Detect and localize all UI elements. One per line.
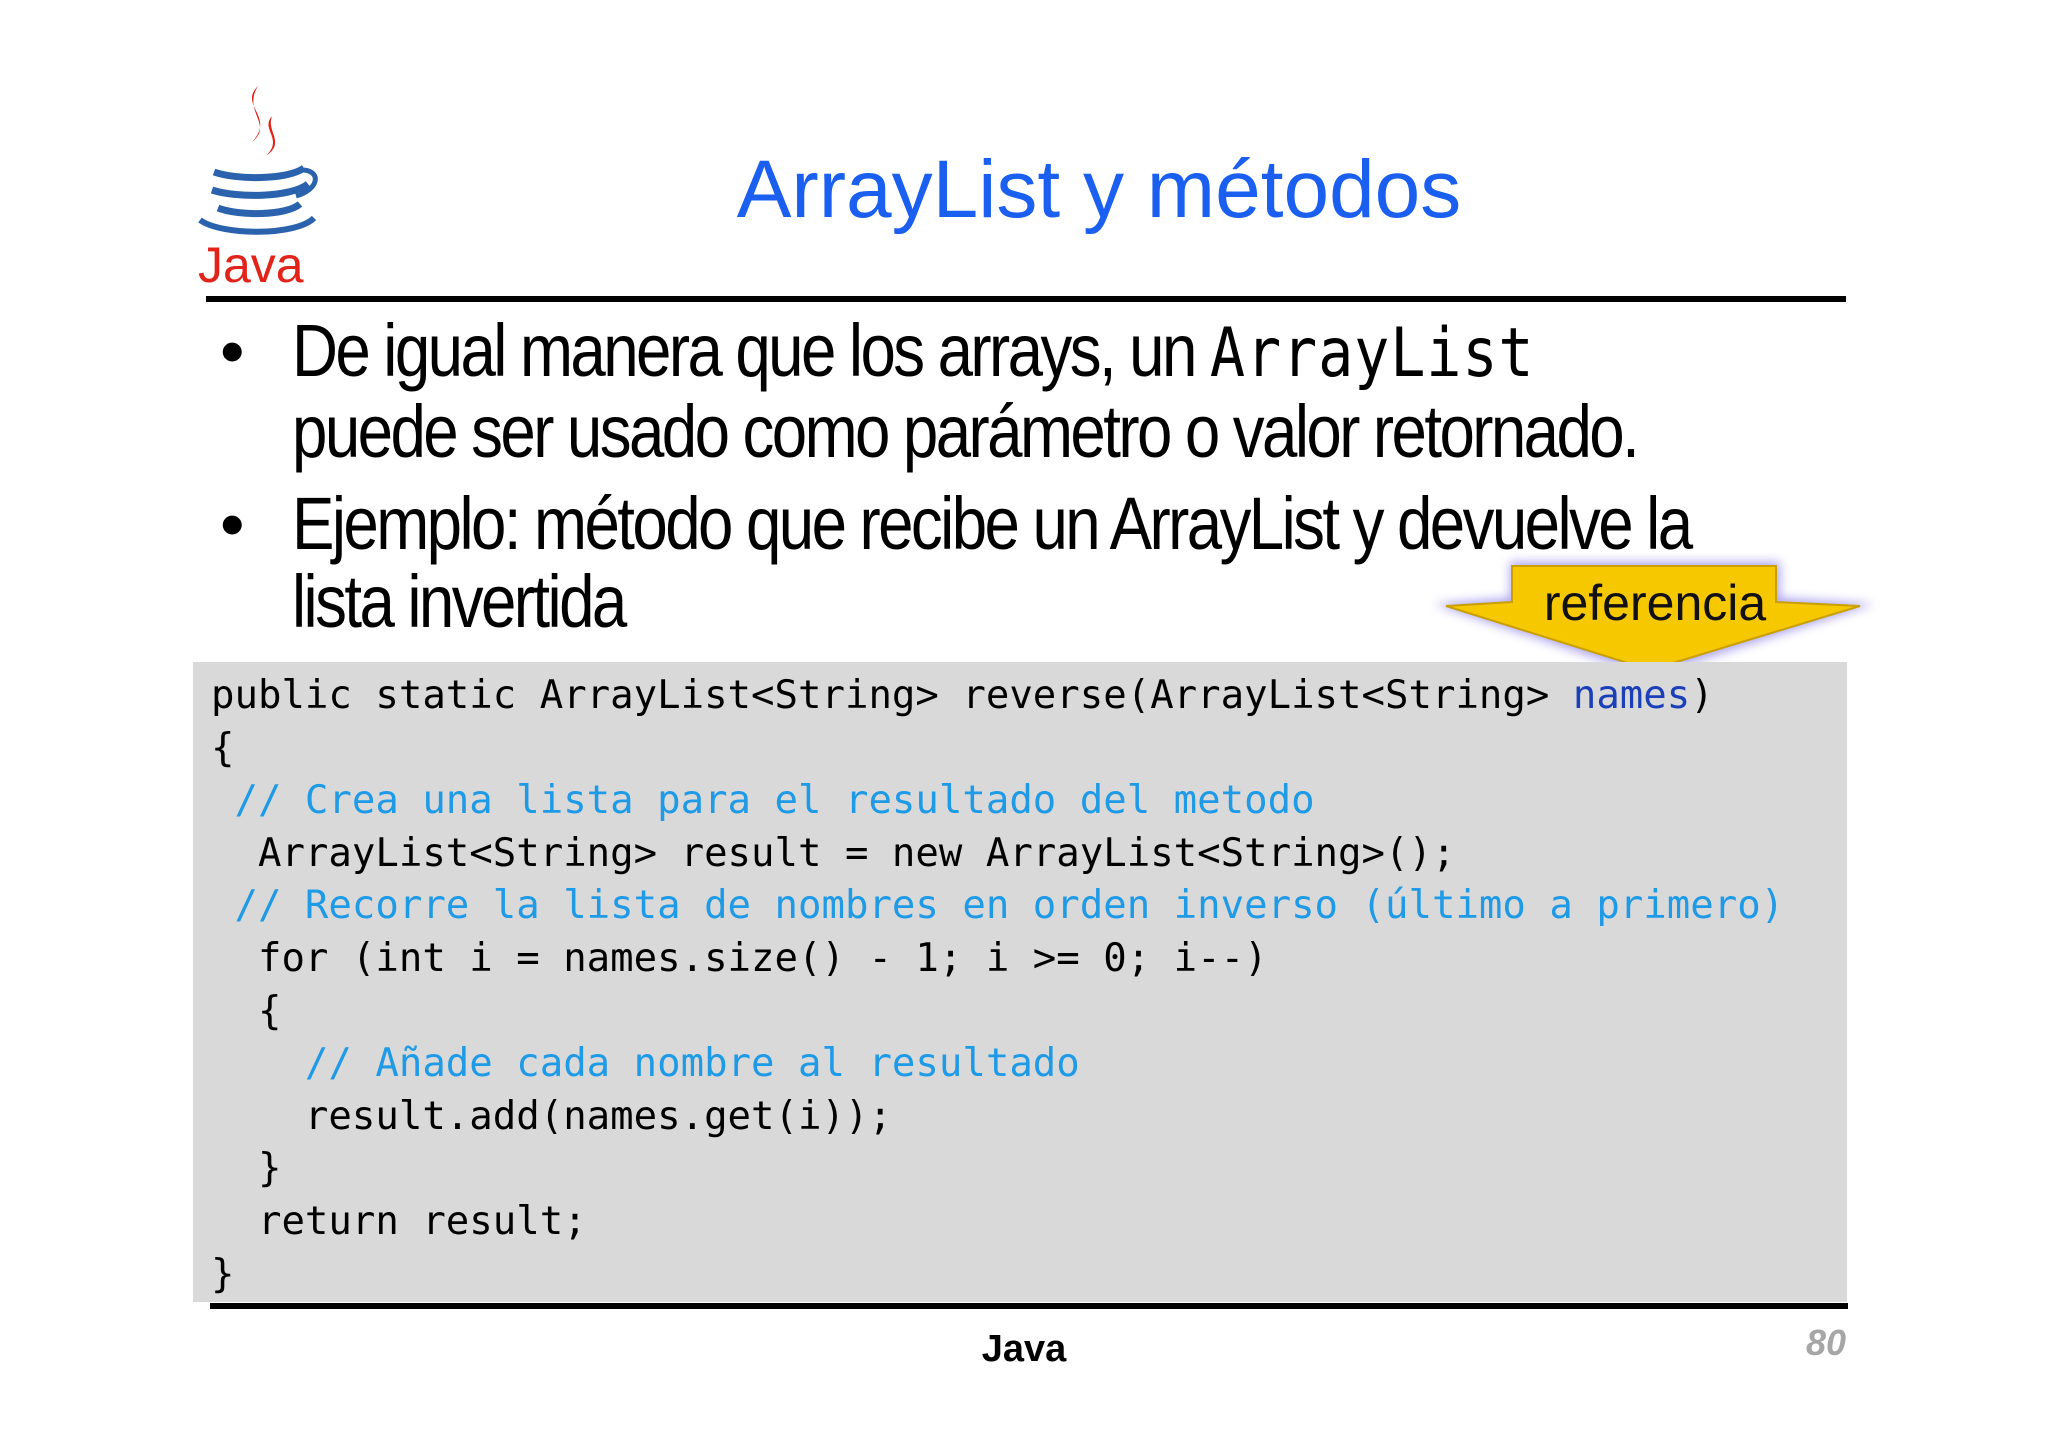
page-number: 80 [1805, 1322, 1846, 1363]
code-comment: // Añade cada nombre al resultado [211, 1041, 1080, 1087]
code-line: { [211, 988, 282, 1034]
bullet-icon: • [220, 312, 244, 390]
code-block: public static ArrayList<String> reverse(… [193, 662, 1847, 1302]
java-logo-wordmark: Java [198, 237, 304, 290]
code-comment: // Recorre la lista de nombres en orden … [211, 883, 1785, 929]
code-line: public static ArrayList<String> reverse(… [211, 673, 1714, 718]
slide-title: ArrayList y métodos [736, 144, 1462, 235]
code-line: { [211, 725, 235, 771]
bullet-item: • Ejemplo: método que recibe un ArrayLis… [206, 485, 1866, 641]
code-comment: // Crea una lista para el resultado del … [211, 778, 1315, 824]
java-logo: Java [198, 86, 318, 290]
bullet-text: Ejemplo: método que recibe un ArrayList … [292, 482, 1693, 565]
bullet-item: • De igual manera que los arrays, un Arr… [206, 312, 1866, 471]
bullet-text: De igual manera que los arrays, un Array… [292, 309, 1535, 393]
code-listing: public static ArrayList<String> reverse(… [211, 670, 1784, 1301]
bottom-divider [210, 1303, 1848, 1309]
bullet-list: • De igual manera que los arrays, un Arr… [206, 312, 1866, 641]
code-line: result.add(names.get(i)); [211, 1093, 892, 1139]
code-line: return result; [211, 1198, 587, 1244]
inline-code: ArrayList [1209, 314, 1535, 393]
bullet-text-continued: lista invertida [292, 560, 627, 643]
top-divider [206, 296, 1846, 302]
code-line: ArrayList<String> result = new ArrayList… [211, 830, 1456, 876]
footer-title: Java [981, 1328, 1067, 1370]
bullet-text-continued: puede ser usado como parámetro o valor r… [292, 390, 1640, 473]
code-line: } [211, 1251, 235, 1297]
code-line: for (int i = names.size() - 1; i >= 0; i… [211, 935, 1268, 981]
bullet-icon: • [220, 485, 244, 563]
callout-label: referencia [1543, 575, 1767, 631]
parameter-name: names [1572, 673, 1691, 718]
callout-arrow-icon [1434, 562, 1874, 676]
code-line: } [211, 1146, 282, 1192]
